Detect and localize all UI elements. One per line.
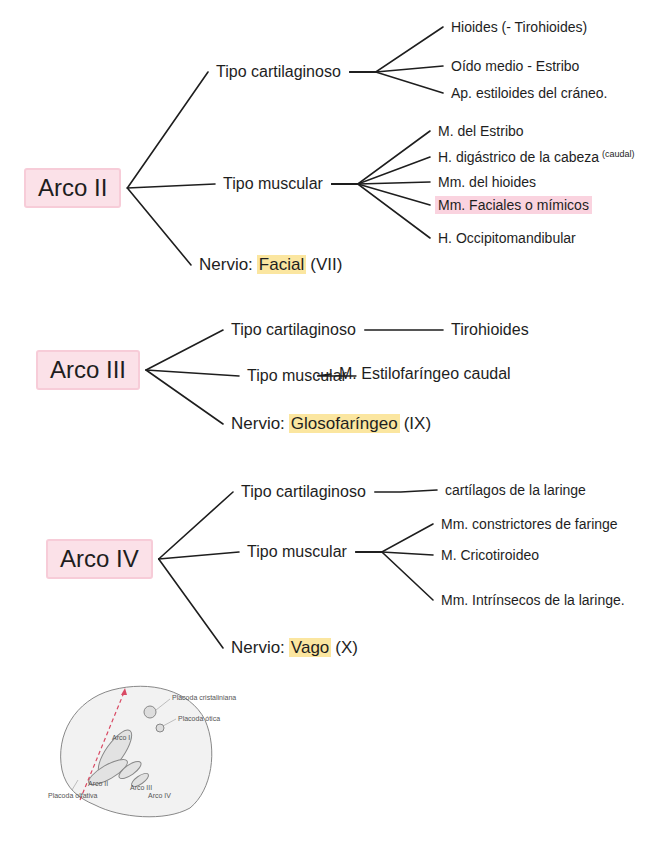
- nerve-item: Nervio:Glosofaríngeo(IX): [228, 413, 434, 435]
- item-text: M. Cricotiroideo: [441, 547, 539, 563]
- illustration-label: Placoda cristaliniana: [172, 694, 236, 701]
- item-text: Mm. Faciales o mímicos: [438, 197, 589, 213]
- item-text: (X): [335, 638, 358, 657]
- item-text: M. del Estribo: [438, 123, 524, 139]
- otic-placode: [156, 724, 164, 732]
- item-text: Ap. estiloides del cráneo.: [451, 85, 607, 101]
- item-text: Tipo muscular: [223, 175, 323, 192]
- item-text: Tipo muscular: [247, 543, 347, 560]
- tree-item: Mm. del hioides: [435, 173, 539, 191]
- tree-branch: [350, 27, 443, 72]
- nerve-name: Vago: [289, 638, 331, 657]
- illustration-label: Arco III: [130, 784, 152, 791]
- tree-branch: [375, 490, 437, 492]
- tree-branch: [159, 559, 223, 648]
- note-text: (caudal): [602, 149, 635, 159]
- item-text: Arco IV: [60, 545, 139, 572]
- nerve-name: Facial: [257, 255, 306, 274]
- illustration-label: Placoda olfativa: [48, 792, 97, 799]
- tree-branch: [350, 72, 443, 93]
- illustration-label: Arco IV: [148, 792, 171, 799]
- arch-box: Arco IV: [46, 539, 153, 579]
- item-text: Tipo cartilaginoso: [231, 321, 356, 338]
- tree-item: Mm. Faciales o mímicos: [435, 196, 592, 214]
- arch-box: Arco III: [36, 350, 140, 390]
- nerve-name: Glosofaríngeo: [289, 414, 400, 433]
- tree-branch: [365, 329, 443, 331]
- tree-item: Tipo cartilaginoso: [228, 320, 359, 340]
- item-text: (VII): [310, 255, 342, 274]
- section-line: [80, 690, 125, 800]
- nerve-item: Nervio:Facial(VII): [196, 254, 345, 276]
- item-text: Tipo cartilaginoso: [216, 63, 341, 80]
- item-text: cartílagos de la laringe: [445, 482, 586, 498]
- illustration-label: Arco II: [88, 780, 108, 787]
- tree-item: Mm. Intrínsecos de la laringe.: [438, 591, 628, 609]
- tree-item: Tipo muscular: [220, 174, 326, 194]
- item-text: M. Estilofaríngeo caudal: [339, 365, 511, 382]
- tree-branch: [146, 330, 223, 370]
- tree-item: H. Occipitomandibular: [435, 229, 579, 247]
- tree-branch: [356, 552, 433, 600]
- illustration-label: Placoda ótica: [178, 715, 220, 722]
- tree-item: Tipo muscular: [244, 366, 350, 386]
- item-text: (IX): [404, 414, 431, 433]
- item-text: Mm. constrictores de faringe: [441, 516, 618, 532]
- tree-branch: [127, 184, 215, 188]
- tree-branch: [159, 492, 233, 559]
- item-text: Nervio:: [231, 638, 285, 657]
- arch-box: Arco II: [24, 168, 121, 208]
- item-text: Arco III: [50, 356, 126, 383]
- tree-item: H. digástrico de la cabeza(caudal): [435, 148, 638, 167]
- item-text: Mm. Intrínsecos de la laringe.: [441, 592, 625, 608]
- nerve-item: Nervio:Vago(X): [228, 637, 361, 659]
- tree-branch: [332, 131, 430, 184]
- section-arrow: [121, 688, 127, 695]
- item-text: Hioides (- Tirohioides): [451, 19, 587, 35]
- item-text: Arco II: [38, 174, 107, 201]
- illustration-label: Arco I: [112, 734, 130, 741]
- item-text: H. Occipitomandibular: [438, 230, 576, 246]
- tree-item: Ap. estiloides del cráneo.: [448, 84, 610, 102]
- tree-item: Tipo cartilaginoso: [213, 62, 344, 82]
- item-text: Tirohioides: [451, 321, 529, 338]
- tree-branch: [159, 552, 239, 559]
- leader-line: [163, 719, 176, 726]
- tree-branch: [356, 524, 433, 552]
- tree-item: Mm. constrictores de faringe: [438, 515, 621, 533]
- tree-item: M. Cricotiroideo: [438, 546, 542, 564]
- leader-line: [72, 780, 78, 790]
- item-text: Mm. del hioides: [438, 174, 536, 190]
- leader-line: [156, 699, 170, 710]
- item-text: Tipo muscular: [247, 367, 347, 384]
- lens-placode: [144, 706, 156, 718]
- tree-item: Oído medio - Estribo: [448, 57, 582, 75]
- tree-item: Tipo muscular: [244, 542, 350, 562]
- tree-branch: [332, 184, 430, 238]
- item-text: H. digástrico de la cabeza: [438, 149, 599, 165]
- tree-branch: [146, 370, 239, 376]
- item-text: Oído medio - Estribo: [451, 58, 579, 74]
- tree-item: Hioides (- Tirohioides): [448, 18, 590, 36]
- tree-branch: [350, 66, 443, 72]
- tree-item: Tirohioides: [448, 320, 532, 340]
- tree-branch: [146, 370, 223, 424]
- tree-branch: [332, 157, 430, 184]
- tree-branch: [127, 188, 191, 265]
- tree-branch: [127, 72, 208, 188]
- tree-item: M. Estilofaríngeo caudal: [336, 364, 514, 384]
- tree-item: cartílagos de la laringe: [442, 481, 589, 499]
- item-text: Tipo cartilaginoso: [241, 483, 366, 500]
- tree-item: M. del Estribo: [435, 122, 527, 140]
- tree-item: Tipo cartilaginoso: [238, 482, 369, 502]
- item-text: Nervio:: [199, 255, 253, 274]
- item-text: Nervio:: [231, 414, 285, 433]
